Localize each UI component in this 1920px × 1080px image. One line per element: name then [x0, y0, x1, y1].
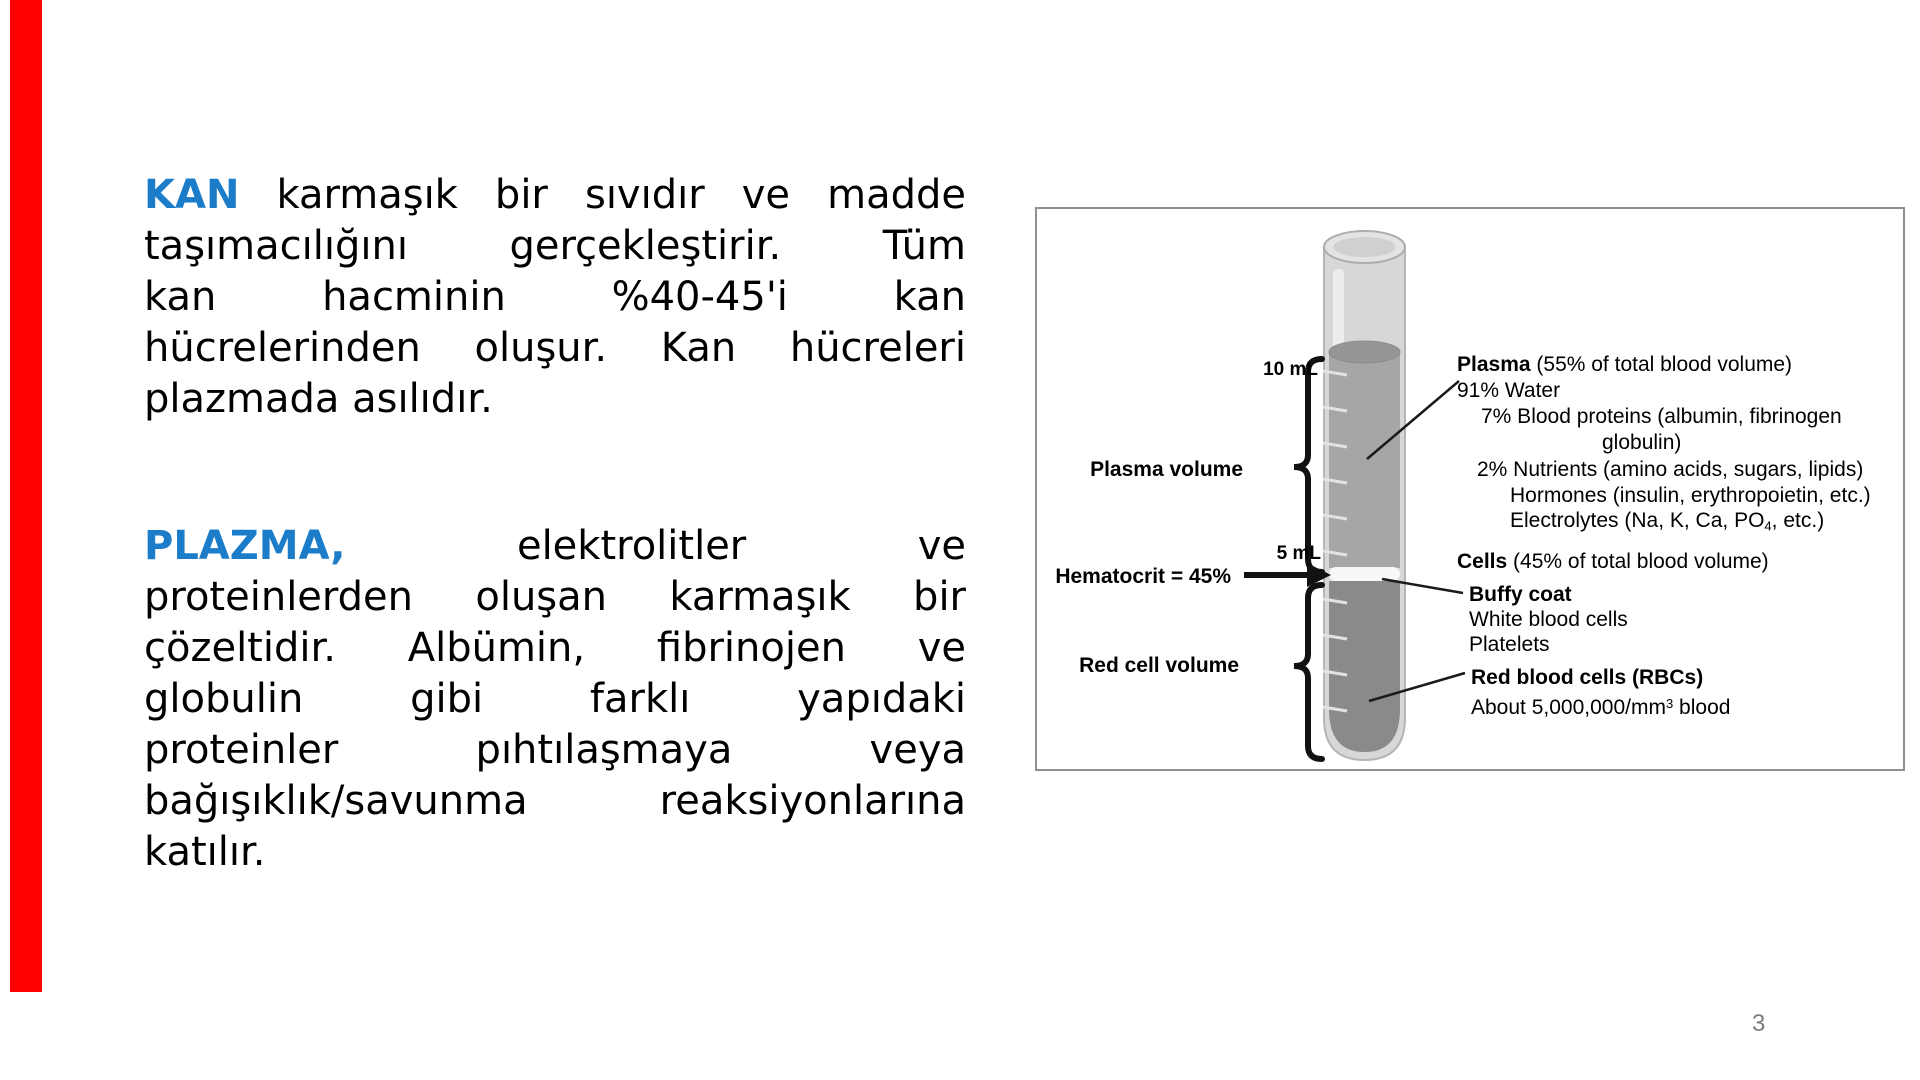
electrolytes-sub: 4 — [1764, 518, 1772, 534]
text-line: bağışıklık/savunma reaksiyonlarına — [144, 778, 966, 824]
label-buffy-coat: Buffy coat — [1469, 583, 1572, 606]
term-kan: KAN — [144, 172, 240, 218]
term-plazma: PLAZMA, — [144, 523, 346, 569]
plasma-title-rest: (55% of total blood volume) — [1530, 353, 1793, 376]
label-nutrients: 2% Nutrients (amino acids, sugars, lipid… — [1477, 458, 1864, 481]
text-line: globulin gibi farklı yapıdaki — [144, 676, 966, 722]
label-hematocrit: Hematocrit = 45% — [1055, 565, 1231, 588]
rbc-count-pre: About 5,000,000/mm — [1471, 695, 1666, 719]
paragraph-plazma: PLAZMA, elektrolitler ve proteinlerden o… — [144, 521, 966, 878]
label-electrolytes: Electrolytes (Na, K, Ca, PO4, etc.) — [1510, 508, 1824, 538]
label-rbc-title: Red blood cells (RBCs) — [1471, 666, 1704, 689]
label-hormones: Hormones (insulin, erythropoietin, etc.) — [1510, 484, 1871, 507]
label-platelets: Platelets — [1469, 633, 1550, 656]
text-line-rest: elektrolitler ve — [516, 523, 967, 569]
text-line-rest: karmaşık bir sıvıdır ve madde — [276, 172, 966, 218]
paragraph-kan: KAN karmaşık bir sıvıdır ve madde taşıma… — [144, 170, 966, 425]
label-10ml: 10 mL — [1263, 359, 1318, 380]
text-line: PLAZMA, elektrolitler ve — [144, 521, 966, 572]
page-number: 3 — [1752, 1010, 1766, 1037]
red-cell-fill — [1329, 581, 1400, 752]
electrolytes-pre: Electrolytes (Na, K, Ca, PO — [1510, 509, 1765, 532]
leader-lines — [1366, 380, 1466, 703]
label-5ml: 5 mL — [1276, 543, 1321, 564]
text-line: çözeltidir. Albümin, fibrinojen ve — [144, 625, 966, 671]
text-line: proteinlerden oluşan karmaşık bir — [144, 574, 966, 620]
red-accent-bar — [10, 0, 42, 992]
graduation-ticks — [1322, 369, 1348, 713]
test-tube-diagram — [1244, 230, 1466, 762]
text-line: katılır. — [144, 829, 266, 875]
plasma-title-bold: Plasma — [1457, 353, 1531, 376]
text-line: KAN karmaşık bir sıvıdır ve madde — [144, 170, 966, 221]
text-line: proteinler pıhtılaşmaya veya — [144, 727, 966, 773]
buffy-coat-band — [1329, 567, 1400, 581]
rbc-count-sup: 3 — [1665, 696, 1674, 711]
plasma-fill — [1328, 340, 1401, 568]
text-line: hücrelerinden oluşur. Kan hücreleri — [144, 325, 966, 371]
text-line: plazmada asılıdır. — [144, 376, 493, 422]
cells-title-rest: (45% of total blood volume) — [1507, 550, 1769, 573]
label-proteins-2: globulin) — [1602, 431, 1682, 454]
text-line: taşımacılığını gerçekleştirir. Tüm — [144, 223, 966, 269]
rbc-count-post: blood — [1673, 695, 1731, 719]
label-red-cell-volume: Red cell volume — [1079, 654, 1239, 677]
red-cell-volume-brace — [1293, 582, 1325, 762]
label-cells-title: Cells (45% of total blood volume) — [1457, 549, 1769, 574]
cells-title-bold: Cells — [1457, 550, 1508, 573]
label-water: 91% Water — [1457, 379, 1561, 402]
text-line: kan hacminin %40-45'i kan — [144, 274, 966, 320]
blood-composition-figure: 10 mL 5 mL Plasma volume Hematocrit = 45… — [1035, 207, 1905, 771]
label-proteins-1: 7% Blood proteins (albumin, fibrinogen — [1481, 405, 1842, 428]
hematocrit-arrow-icon — [1244, 563, 1331, 587]
label-plasma-title: Plasma (55% of total blood volume) — [1457, 352, 1792, 377]
label-rbc-count: About 5,000,000/mm3 blood — [1471, 691, 1730, 720]
electrolytes-post: , etc.) — [1771, 509, 1825, 532]
label-white-blood-cells: White blood cells — [1469, 608, 1628, 631]
label-plasma-volume: Plasma volume — [1090, 458, 1243, 481]
